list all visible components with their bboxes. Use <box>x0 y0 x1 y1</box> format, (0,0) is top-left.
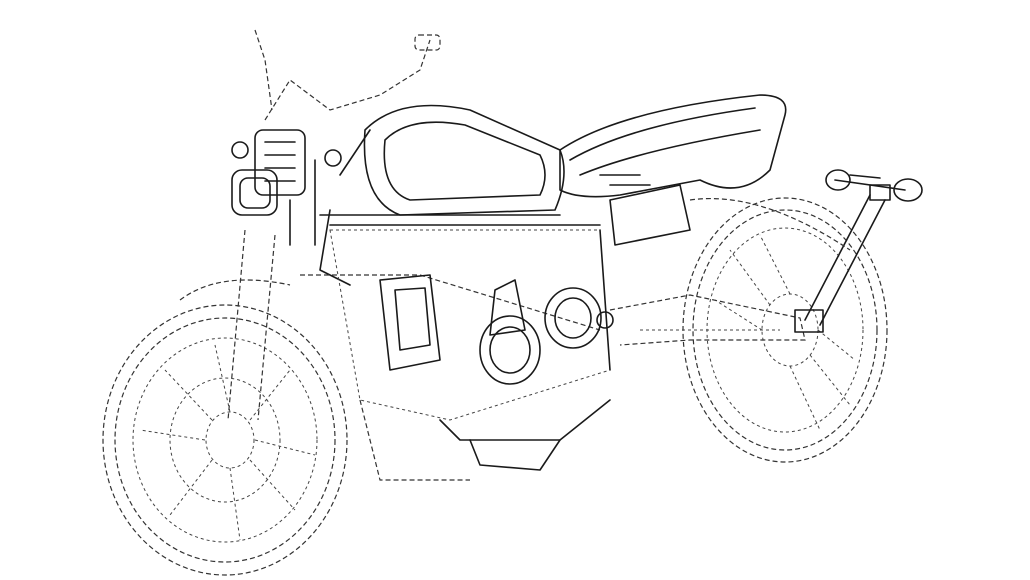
front-fork <box>179 29 441 421</box>
rear-fender <box>689 197 851 251</box>
tail-bracket <box>804 169 923 326</box>
fuel-tank <box>363 104 565 216</box>
swingarm <box>609 294 824 346</box>
lower-fairing <box>359 399 611 481</box>
headlight <box>231 129 342 246</box>
seat <box>559 94 787 246</box>
front-wheel <box>102 304 348 576</box>
battery-block <box>329 229 611 421</box>
electric-motor <box>479 287 614 385</box>
